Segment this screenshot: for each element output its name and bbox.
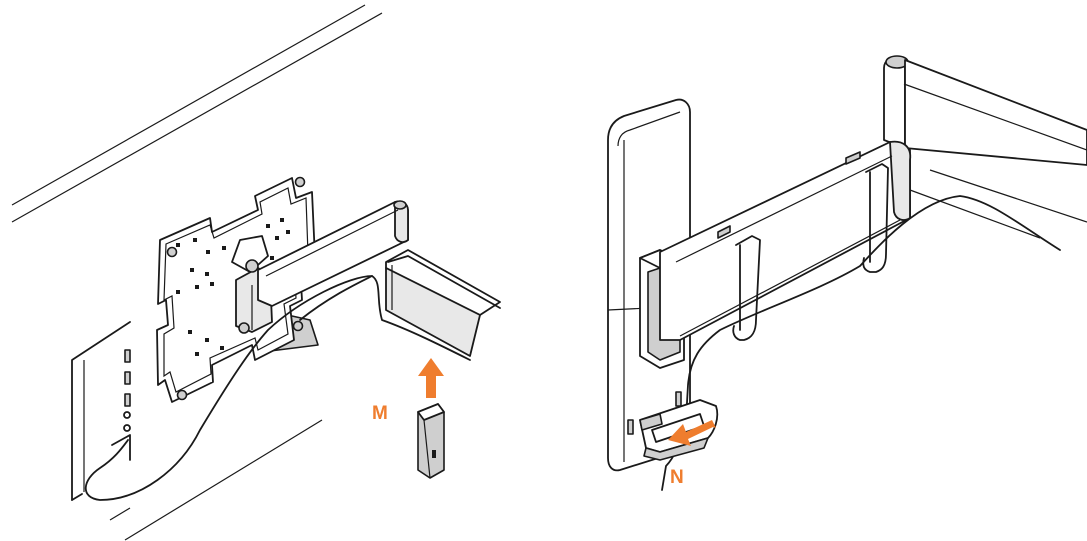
wall-bracket [385, 249, 501, 357]
screws [166, 176, 306, 401]
cable-ties [732, 163, 889, 341]
port [123, 424, 131, 432]
wall-plate [883, 55, 1087, 211]
port [124, 393, 131, 407]
port [675, 391, 682, 407]
swing-arm-right [659, 140, 912, 341]
arrow-up-icon [418, 358, 444, 398]
cable-clip-m [417, 403, 445, 479]
label-n: N [670, 467, 684, 488]
swing-arm [257, 200, 409, 307]
cable [84, 275, 471, 501]
wall-edge [909, 189, 1041, 239]
port [627, 419, 634, 435]
right-illustration: N [607, 55, 1087, 491]
port [124, 371, 131, 385]
arrow-diagonal-icon [668, 420, 716, 446]
label-m: M [372, 403, 388, 424]
tv-side-panel [71, 321, 131, 501]
floor-edge [109, 419, 323, 541]
left-illustration: M [11, 4, 501, 541]
wall-edge [11, 4, 383, 223]
port [124, 349, 131, 363]
port [123, 411, 131, 419]
wall-edge [929, 169, 1087, 223]
